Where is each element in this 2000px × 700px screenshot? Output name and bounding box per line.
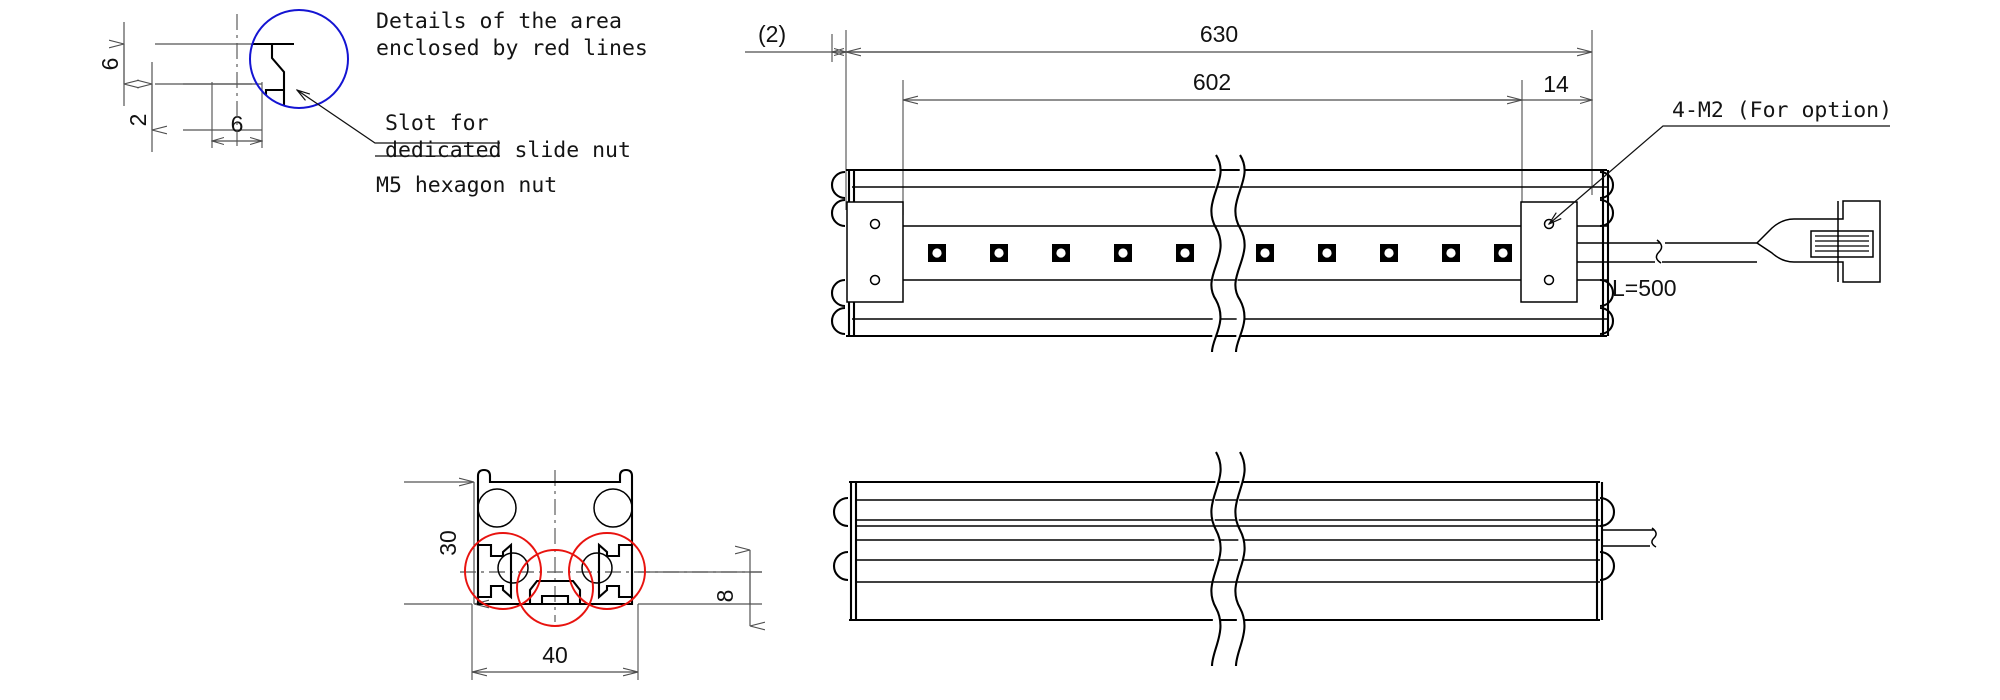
- side-elevation-view: [833, 451, 1657, 667]
- side-right-boss-lower: [1599, 550, 1615, 582]
- leader-slot-note: [297, 90, 500, 144]
- break-line-side: [1210, 451, 1246, 667]
- section-bottom-tslot: [528, 579, 582, 606]
- side-left-boss-upper: [833, 496, 849, 528]
- note-details-line1: Details of the area: [376, 9, 622, 34]
- note-details-line2: enclosed by red lines: [376, 36, 648, 61]
- led-element: [1114, 244, 1132, 262]
- section-bore-mid-right: [581, 552, 613, 584]
- cable-break-symbol: [1655, 239, 1663, 264]
- right-boss-lower2: [1599, 306, 1615, 336]
- dim-text-overall-length: 630: [1200, 21, 1238, 47]
- dim-text-detail-height-lower: 2: [125, 114, 151, 127]
- connector-contact-lines: [1815, 235, 1869, 252]
- led-element: [1442, 244, 1460, 262]
- left-boss-lower: [830, 278, 846, 308]
- dim-text-section-height: 30: [435, 530, 461, 556]
- section-bore-mid-left: [497, 552, 529, 584]
- dim-text-slot-offset: 8: [712, 590, 738, 603]
- break-line-front: [1210, 154, 1246, 353]
- led-element: [928, 244, 946, 262]
- detail-circle-red-bottom: [516, 549, 594, 627]
- dim-text-led-span: 602: [1193, 69, 1231, 95]
- right-boss-upper: [1599, 170, 1615, 200]
- section-top-lips: [476, 468, 634, 484]
- left-boss-lower2: [830, 306, 846, 336]
- detail-circle-red-left: [464, 532, 542, 610]
- right-boss-lower: [1599, 278, 1615, 308]
- led-element: [1176, 244, 1194, 262]
- note-slot-line1: Slot for: [385, 111, 489, 136]
- side-cable-break-symbol: [1651, 527, 1657, 548]
- connector-housing: [1755, 200, 1881, 283]
- led-element: [1052, 244, 1070, 262]
- section-bore-upper-left: [477, 488, 517, 528]
- dim-text-end-offset: 14: [1543, 71, 1569, 97]
- led-element: [1380, 244, 1398, 262]
- note-slot-line2: dedicated slide nut: [385, 138, 631, 163]
- right-boss-upper2: [1599, 198, 1615, 228]
- section-bore-upper-right: [593, 488, 633, 528]
- dim-text-detail-height-total: 6: [97, 58, 123, 71]
- front-elevation-view: (2) 630 602 14: [745, 21, 1892, 353]
- left-plate-hole-lower: [869, 274, 881, 286]
- label-option-holes: 4-M2 (For option): [1672, 98, 1892, 123]
- section-right-tslot: [597, 542, 632, 600]
- t-slot-profile: [250, 42, 294, 108]
- detail-circle-red-right: [568, 532, 646, 610]
- label-cable-length: L=500: [1612, 275, 1677, 301]
- cross-section-view: 30 40 8: [404, 468, 762, 680]
- led-element: [1494, 244, 1512, 262]
- right-mounting-plate: [1520, 201, 1578, 303]
- section-left-tslot: [478, 542, 513, 600]
- led-element: [990, 244, 1008, 262]
- dim-text-section-width: 40: [542, 642, 568, 668]
- left-boss-upper2: [830, 198, 846, 228]
- dim-text-gap: (2): [758, 21, 786, 47]
- connector-contact-block: [1810, 230, 1874, 258]
- right-plate-hole-lower: [1543, 274, 1555, 286]
- led-element: [1256, 244, 1274, 262]
- slot-detail-view: 6 2 6 Details of the area: [97, 9, 648, 198]
- led-element: [1318, 244, 1336, 262]
- detail-circle-blue: [249, 9, 349, 109]
- cable-assembly: [1577, 200, 1881, 283]
- leader-option-holes: [1549, 125, 1890, 224]
- led-array: [928, 244, 1512, 262]
- left-plate-hole-upper: [869, 218, 881, 230]
- side-left-boss-lower: [833, 550, 849, 582]
- note-m5-hexagon-nut: M5 hexagon nut: [376, 173, 557, 198]
- left-boss-upper: [830, 170, 846, 200]
- left-mounting-plate: [846, 201, 904, 303]
- side-right-boss-upper: [1599, 496, 1615, 528]
